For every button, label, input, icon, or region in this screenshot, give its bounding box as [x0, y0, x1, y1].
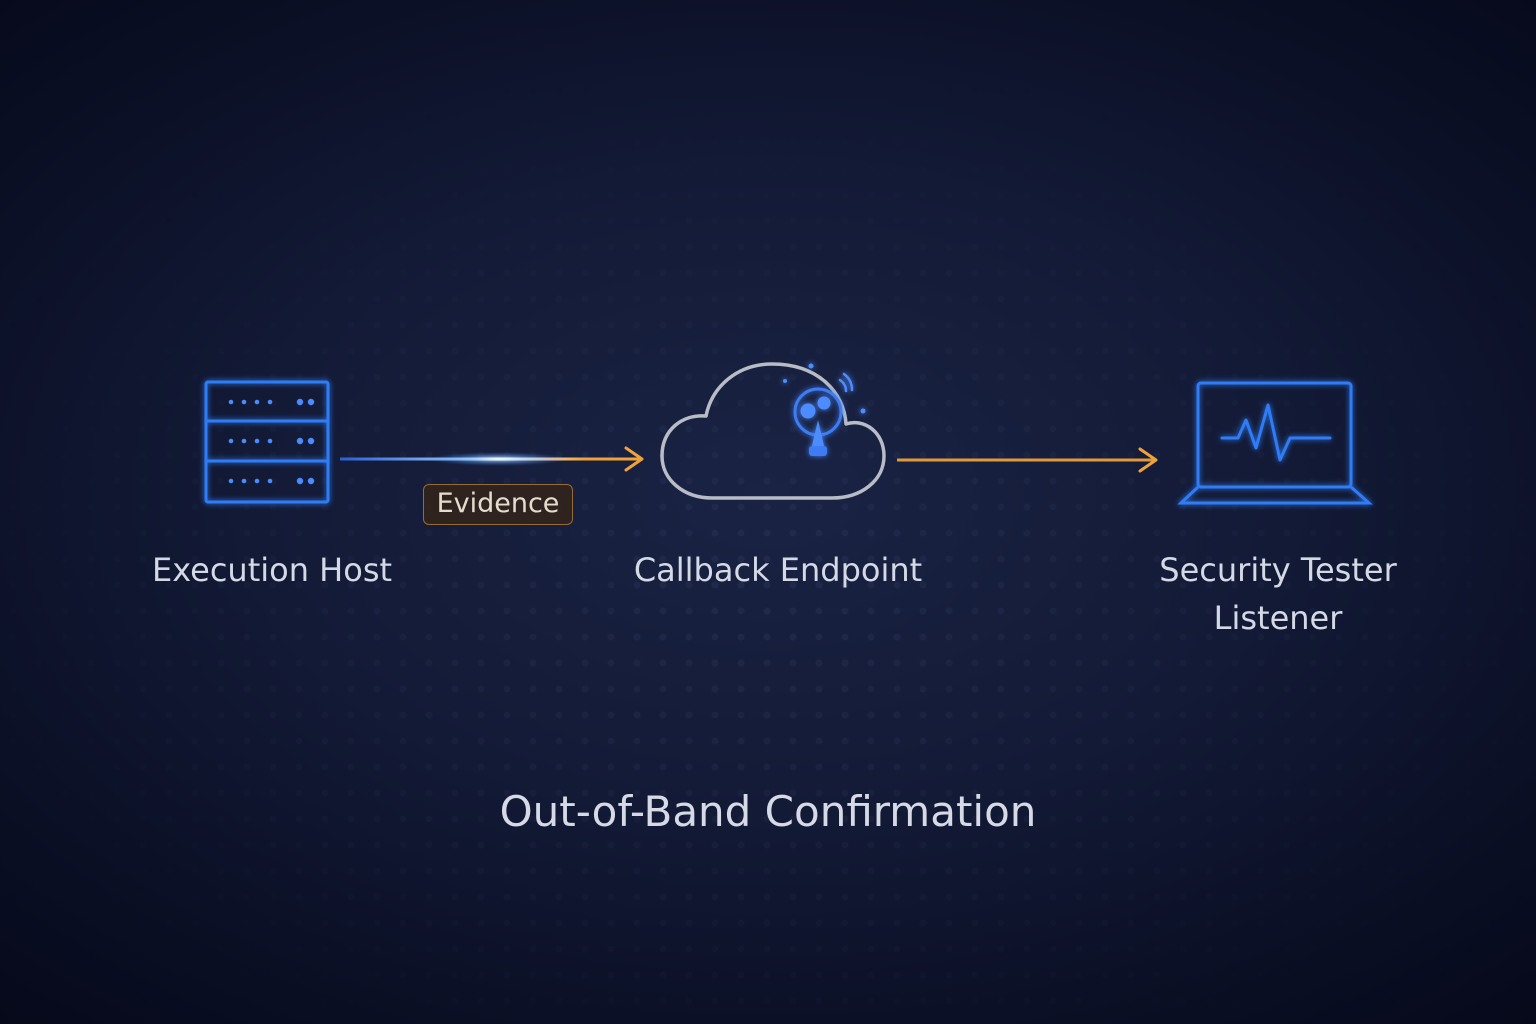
execution-host-label: Execution Host [151, 551, 393, 589]
callback-endpoint-label: Callback Endpoint [633, 551, 923, 589]
security-tester-listener-label: Security Tester Listener [1128, 546, 1428, 642]
server-icon [204, 380, 330, 504]
security-tester-listener-label-line-1: Security Tester [1159, 551, 1397, 589]
diagram-title: Out-of-Band Confirmation [499, 787, 1037, 836]
cloud-icon [660, 362, 886, 500]
callback-beacon-icon [783, 363, 866, 456]
evidence-edge-label: Evidence [423, 484, 573, 525]
server-status-lights [228, 398, 315, 485]
callback-to-listener-arrow [897, 447, 1158, 473]
evidence-arrow [340, 446, 644, 472]
security-tester-listener-label-line-2: Listener [1213, 599, 1343, 637]
laptop-waveform-icon [1177, 381, 1373, 505]
